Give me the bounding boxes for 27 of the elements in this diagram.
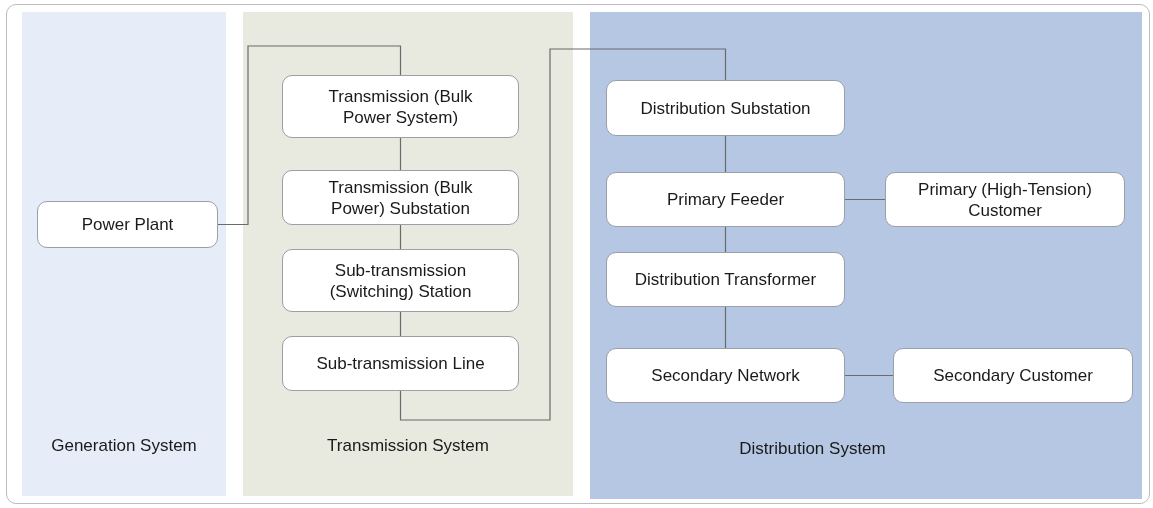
system-band <box>590 12 1142 499</box>
connector-line <box>399 137 402 171</box>
connector-line <box>399 311 402 337</box>
connector-line <box>399 48 727 421</box>
process-box: Secondary Network <box>606 348 845 403</box>
connector-line <box>399 224 402 250</box>
system-band <box>243 12 573 496</box>
process-box: Transmission (Bulk Power) Substation <box>282 170 519 225</box>
process-box: Secondary Customer <box>893 348 1133 403</box>
process-box: Transmission (Bulk Power System) <box>282 75 519 138</box>
process-box: Sub-transmission Line <box>282 336 519 391</box>
process-box: Power Plant <box>37 201 218 248</box>
band-title: Distribution System <box>738 438 887 460</box>
process-box: Sub-transmission (Switching) Station <box>282 249 519 312</box>
process-box: Distribution Transformer <box>606 252 845 307</box>
band-title: Transmission System <box>326 435 490 457</box>
process-box: Primary (High-Tension) Customer <box>885 172 1125 227</box>
connector-line <box>724 306 727 349</box>
connector-line <box>844 374 894 377</box>
process-box: Primary Feeder <box>606 172 845 227</box>
system-band <box>22 12 226 496</box>
band-title: Generation System <box>50 435 198 457</box>
connector-line <box>217 45 402 226</box>
connector-line <box>844 198 886 201</box>
connector-line <box>724 226 727 253</box>
process-box: Distribution Substation <box>606 80 845 136</box>
connector-line <box>724 135 727 173</box>
